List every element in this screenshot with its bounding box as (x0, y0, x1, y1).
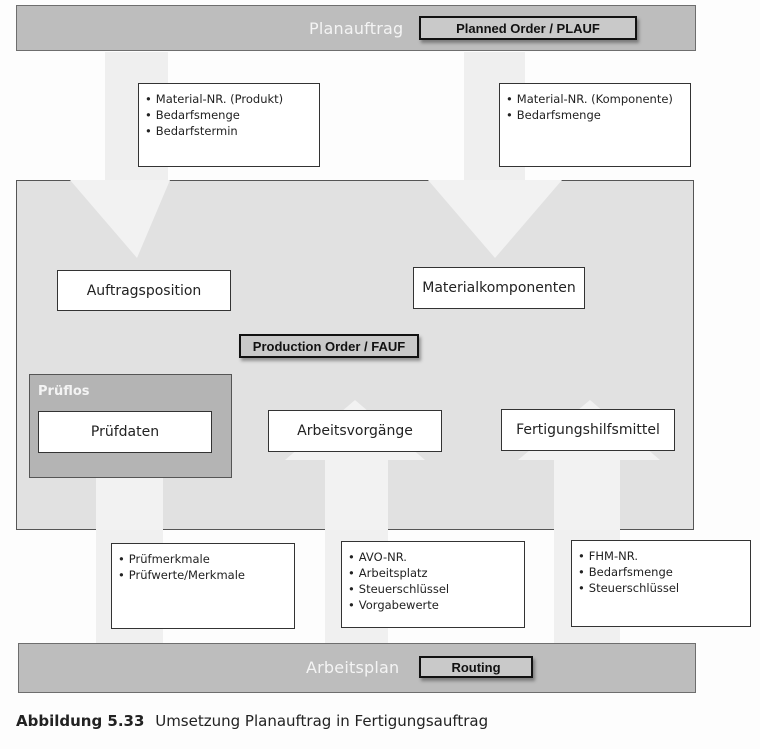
list-item: Steuerschlüssel (578, 580, 744, 596)
figure-caption: Abbildung 5.33 Umsetzung Planauftrag in … (16, 712, 488, 730)
list-item: Prüfmerkmale (118, 551, 288, 567)
routing-box-fhm: FHM-NR. Bedarfsmenge Steuerschlüssel (571, 540, 751, 627)
pruefdaten-box: Prüfdaten (38, 411, 212, 453)
routing-tag: Routing (419, 656, 533, 678)
list-item: Bedarfsmenge (506, 107, 684, 123)
caption-number: Abbildung 5.33 (16, 712, 145, 730)
list-item: Prüfwerte/Merkmale (118, 567, 288, 583)
routing-box-avo: AVO-NR. Arbeitsplatz Steuerschlüssel Vor… (341, 541, 525, 628)
arbeitsvorgaenge-box: Arbeitsvorgänge (268, 410, 442, 452)
auftragsposition-box: Auftragsposition (57, 270, 231, 311)
list-item: Material-NR. (Komponente) (506, 91, 684, 107)
routing-box-pruef: Prüfmerkmale Prüfwerte/Merkmale (111, 543, 295, 629)
fertigungshilfsmittel-box: Fertigungshilfsmittel (501, 409, 675, 451)
list-item: Material-NR. (Produkt) (145, 91, 313, 107)
list-item: Steuerschlüssel (348, 581, 518, 597)
list-item: Bedarfsmenge (145, 107, 313, 123)
production-order-tag: Production Order / FAUF (239, 334, 419, 358)
prueflos-title: Prüflos (38, 384, 90, 399)
materialkomponenten-box: Materialkomponenten (413, 267, 585, 309)
planauftrag-title: Planauftrag (309, 19, 404, 38)
list-item: Vorgabewerte (348, 597, 518, 613)
plan-box-product: Material-NR. (Produkt) Bedarfsmenge Beda… (138, 83, 320, 167)
arbeitsplan-title: Arbeitsplan (306, 658, 400, 677)
list-item: Bedarfsmenge (578, 564, 744, 580)
planned-order-tag: Planned Order / PLAUF (419, 16, 637, 40)
list-item: AVO-NR. (348, 549, 518, 565)
plan-box-component: Material-NR. (Komponente) Bedarfsmenge (499, 83, 691, 167)
caption-text: Umsetzung Planauftrag in Fertigungsauftr… (155, 712, 489, 730)
list-item: Arbeitsplatz (348, 565, 518, 581)
list-item: Bedarfstermin (145, 123, 313, 139)
list-item: FHM-NR. (578, 548, 744, 564)
arbeitsplan-band: Arbeitsplan (18, 643, 696, 693)
